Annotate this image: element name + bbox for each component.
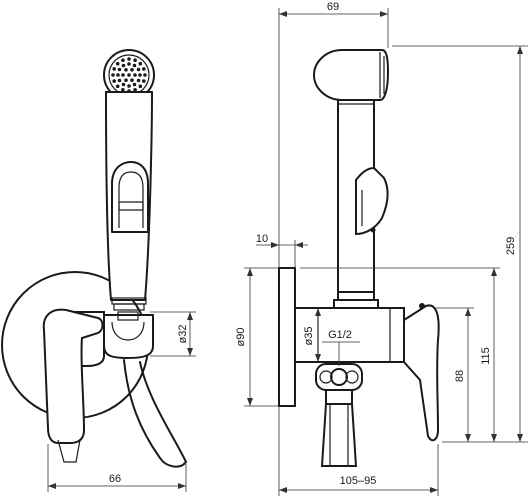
side-connector (315, 363, 363, 467)
nozzle-hole (115, 61, 120, 66)
dim-label-holder-diameter: ø32 (177, 325, 189, 344)
nozzle-hole (132, 63, 137, 68)
front-view (1, 49, 187, 468)
dim-label-88: 88 (454, 370, 466, 382)
nozzle-hole (112, 67, 116, 71)
nozzle-hole (127, 73, 131, 77)
nozzle-hole (143, 73, 147, 77)
nozzle-hole (130, 78, 134, 82)
nozzle-hole (127, 62, 131, 66)
dim-label-69: 69 (327, 1, 339, 13)
nozzle-hole (117, 78, 122, 83)
dimension-labels: 69 259 10 ø90 ø35 G1/2 88 115 105–95 66 … (109, 1, 517, 487)
dim-label-10: 10 (256, 233, 268, 245)
nozzle-hole (132, 82, 137, 87)
side-wall-plate (278, 267, 296, 407)
front-holder (103, 314, 154, 360)
front-hose (123, 359, 187, 468)
dim-label-body-diameter: ø35 (303, 327, 315, 346)
side-spray-head (312, 49, 390, 101)
dim-label-plate-diameter: ø90 (235, 328, 247, 347)
front-hose-handle (104, 91, 154, 301)
dim-label-105-95: 105–95 (340, 475, 377, 487)
nozzle-hole (142, 79, 146, 83)
nozzle-hole (111, 73, 115, 77)
nozzle-hole (116, 73, 120, 77)
dimension-lines (47, 8, 528, 496)
nozzle-hole (142, 67, 146, 71)
nozzle-hole (133, 58, 137, 62)
spray-nozzle-holes (111, 57, 147, 93)
nozzle-hole (121, 73, 125, 77)
nozzle-hole (136, 78, 141, 83)
front-lever (42, 308, 104, 444)
nozzle-hole (121, 88, 125, 92)
nozzle-hole (130, 68, 134, 72)
nozzle-hole (115, 84, 120, 89)
nozzle-hole (133, 73, 137, 77)
nozzle-hole (124, 78, 128, 82)
dim-label-66: 66 (109, 473, 121, 485)
dim-label-thread: G1/2 (328, 329, 352, 341)
side-trigger (355, 166, 389, 236)
nozzle-hole (112, 79, 116, 83)
nozzle-hole (136, 67, 141, 72)
nozzle-hole (117, 67, 122, 72)
dim-label-259: 259 (505, 237, 517, 255)
side-view (278, 49, 440, 467)
nozzle-hole (121, 82, 126, 87)
nozzle-hole (124, 68, 128, 72)
nozzle-hole (127, 57, 131, 61)
nozzle-hole (121, 58, 125, 62)
nozzle-hole (127, 84, 131, 88)
nozzle-hole (133, 88, 137, 92)
nozzle-hole (138, 61, 143, 66)
front-trigger (111, 161, 149, 233)
side-lever (403, 304, 440, 442)
nozzle-hole (138, 84, 143, 89)
nozzle-hole (138, 73, 142, 77)
nozzle-hole (121, 63, 126, 68)
dim-label-115: 115 (480, 347, 492, 365)
